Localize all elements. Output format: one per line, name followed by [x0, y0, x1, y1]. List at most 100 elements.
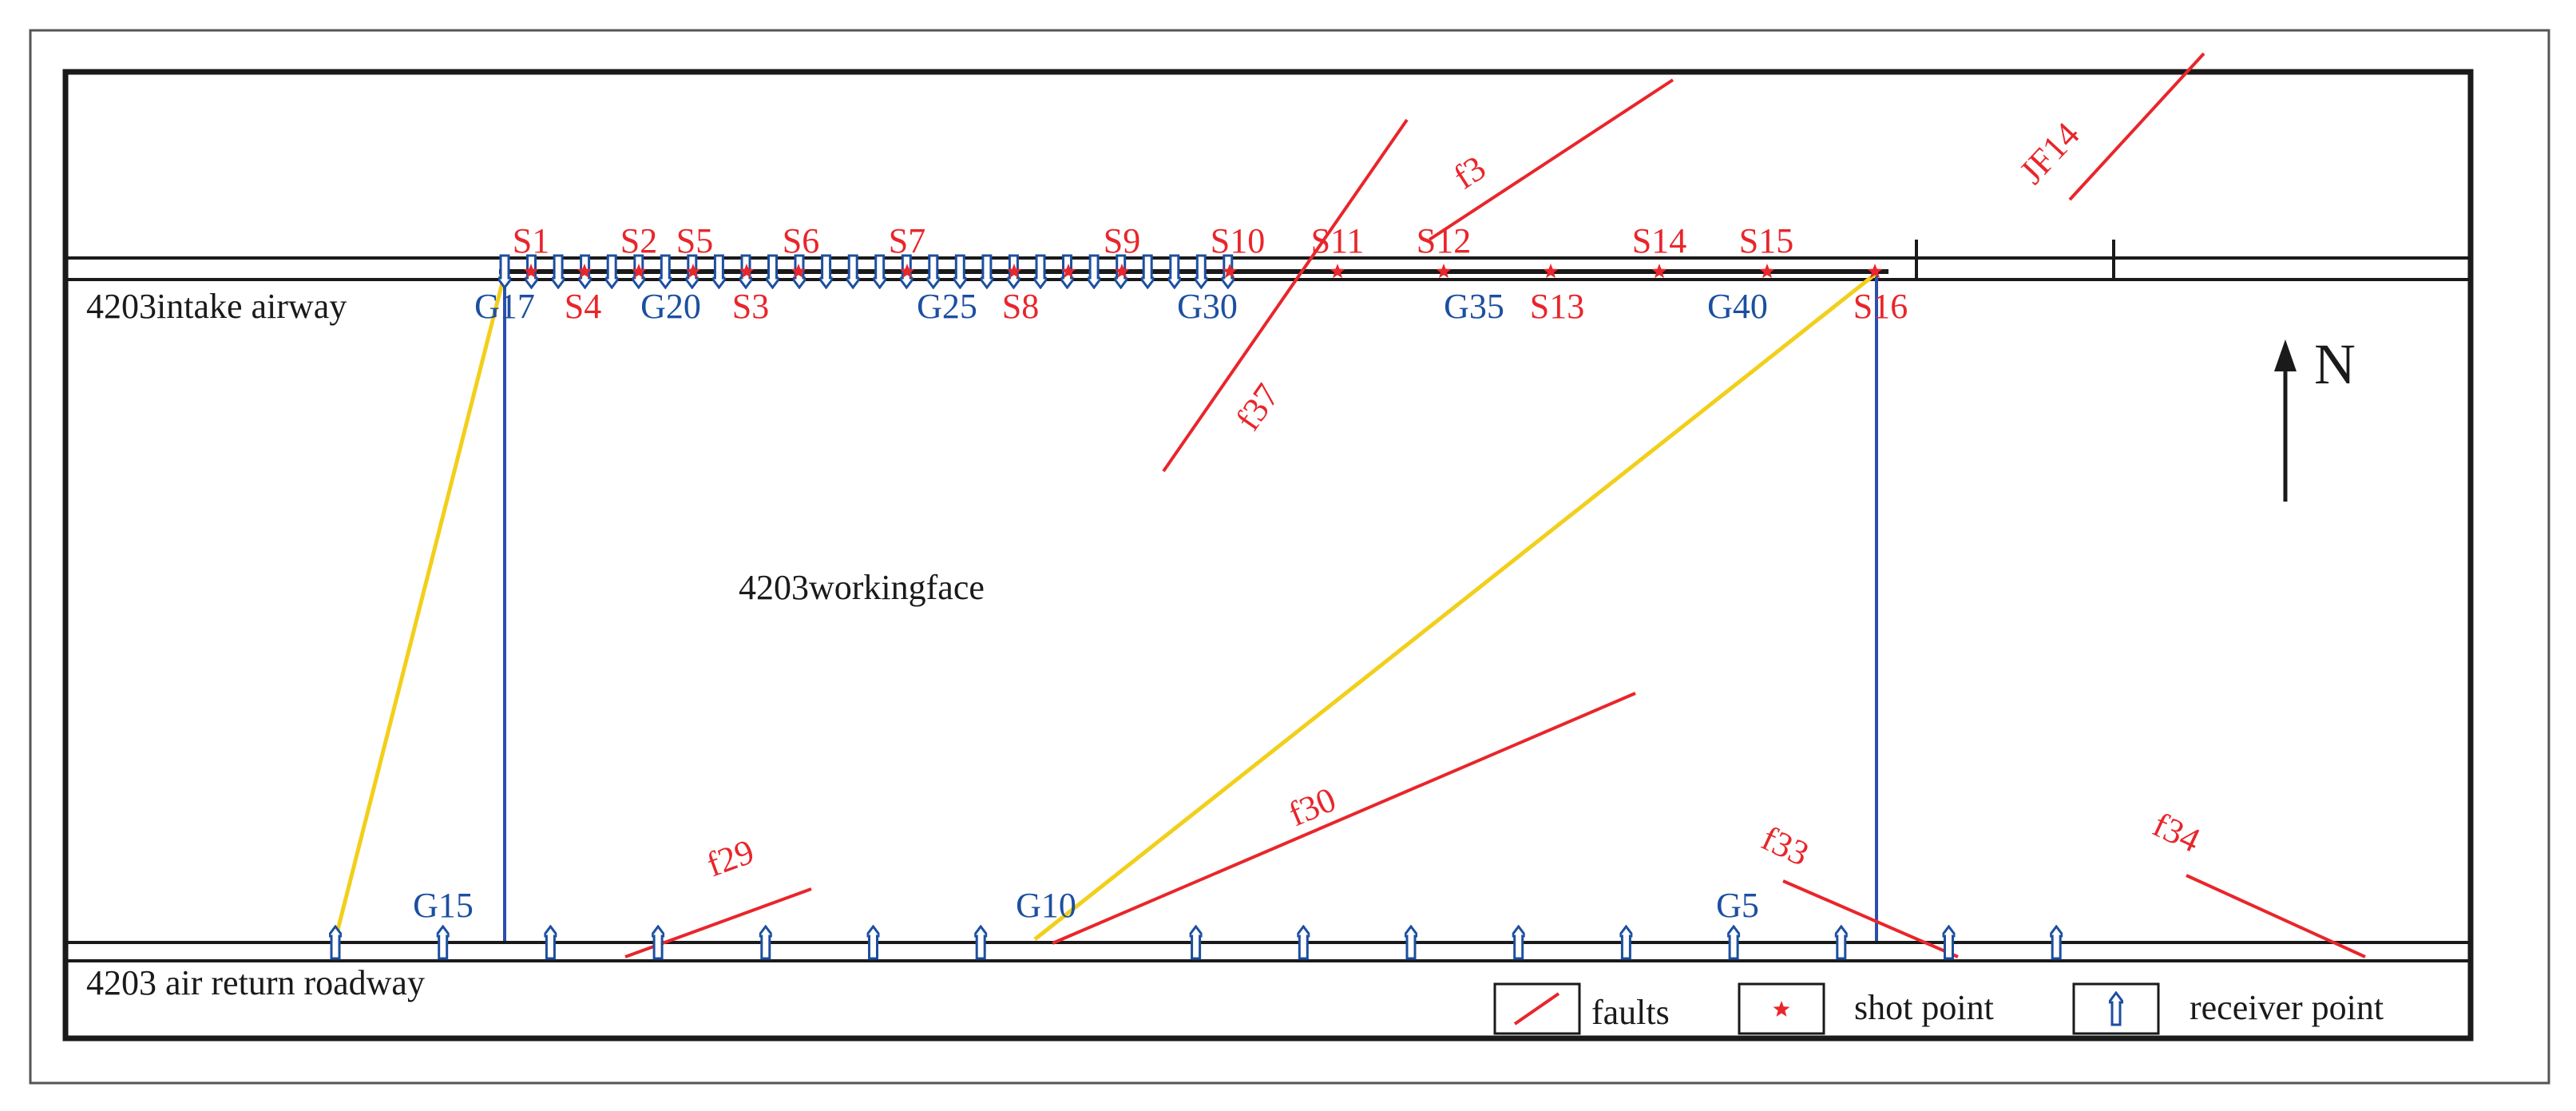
shot-label-s5: S5	[676, 221, 713, 260]
receiver-point	[1834, 925, 1848, 960]
intake-airway	[65, 240, 2471, 281]
receiver-point	[1167, 254, 1181, 289]
shot-label-s9: S9	[1104, 221, 1140, 260]
receiver-label-g10: G10	[1016, 886, 1076, 925]
receiver-point	[1034, 254, 1047, 289]
shot-label-s12: S12	[1417, 221, 1471, 260]
legend-fault-icon	[1513, 992, 1560, 1026]
receiver-point	[766, 254, 779, 289]
receiver-point	[926, 254, 940, 289]
fault-label-f29: f29	[702, 831, 759, 884]
fault-lines	[624, 52, 2366, 958]
receiver-point	[498, 254, 511, 289]
receiver-point	[980, 254, 993, 289]
receiver-label-g25: G25	[917, 287, 977, 326]
outer-frame	[29, 29, 2550, 1085]
shot-point	[791, 264, 806, 279]
receiver-label-g35: G35	[1444, 287, 1504, 326]
receiver-point	[1942, 925, 1956, 960]
shot-point	[1222, 264, 1238, 279]
return-roadway-label: 4203 air return roadway	[86, 963, 425, 1002]
ray-path-g10-s16	[1033, 272, 1878, 941]
shot-point	[1543, 264, 1559, 279]
receiver-point	[605, 254, 619, 289]
shot-label-s14: S14	[1632, 221, 1686, 260]
fault-label-jf14: JF14	[2011, 115, 2087, 192]
receiver-label-g15: G15	[413, 886, 474, 925]
north-arrow: N	[2274, 332, 2356, 502]
shot-point	[1651, 264, 1667, 279]
shot-label-s1: S1	[513, 221, 549, 260]
shot-point	[1867, 264, 1883, 279]
shot-point	[685, 264, 701, 279]
shot-point	[1114, 264, 1130, 279]
receiver-label-g30: G30	[1177, 287, 1238, 326]
receiver-label-g17: G17	[474, 287, 535, 326]
shot-label-s7: S7	[889, 221, 925, 260]
shot-point	[577, 264, 592, 279]
shot-label-s15: S15	[1739, 221, 1793, 260]
shot-point	[739, 264, 755, 279]
air-return-roadway	[65, 941, 2471, 962]
receiver-point	[712, 254, 726, 289]
legend: faults shot point receiver point	[1493, 982, 2384, 1035]
shot-label-s11: S11	[1311, 221, 1365, 260]
fault-f33-line	[1782, 879, 1959, 958]
receiver-point	[544, 925, 557, 960]
shot-label-s8: S8	[1002, 287, 1039, 326]
legend-faults-label: faults	[1591, 993, 1670, 1032]
shot-point	[1330, 264, 1345, 279]
receiver-label-g40: G40	[1707, 287, 1768, 326]
shot-label-s16: S16	[1853, 287, 1908, 326]
receiver-point	[1189, 925, 1203, 960]
receiver-point	[1619, 925, 1633, 960]
receiver-point	[1297, 925, 1310, 960]
north-arrow-head-icon	[2274, 339, 2297, 371]
receiver-label-g20: G20	[640, 287, 701, 326]
legend-receiver-point-label: receiver point	[2190, 988, 2384, 1027]
receiver-point	[866, 925, 880, 960]
receiver-point	[2050, 925, 2063, 960]
fault-f30-line	[1052, 692, 1636, 945]
receiver-point	[759, 925, 772, 960]
fault-label-f37: f37	[1228, 377, 1287, 438]
fault-label-f3: f3	[1447, 148, 1492, 196]
fault-label-f34: f34	[2147, 805, 2206, 860]
receiver-point	[659, 254, 672, 289]
shot-point	[899, 264, 915, 279]
receiver-point	[1512, 925, 1525, 960]
receiver-point	[436, 925, 450, 960]
shot-point	[1060, 264, 1076, 279]
shot-star-icon	[1773, 1001, 1790, 1017]
fault-f3-line	[1428, 78, 1674, 241]
receiver-point	[819, 254, 833, 289]
shot-label-s13: S13	[1530, 287, 1584, 326]
fault-label-f30: f30	[1283, 780, 1342, 834]
shot-label-s4: S4	[565, 287, 601, 326]
fault-label-f33: f33	[1756, 819, 1815, 874]
shot-label-s10: S10	[1211, 221, 1265, 260]
legend-shot-point-label: shot point	[1854, 988, 1994, 1027]
north-label: N	[2314, 332, 2356, 396]
shot-point	[1436, 264, 1452, 279]
fault-jf14-line	[2068, 52, 2205, 201]
fault-f37-line	[1162, 118, 1409, 473]
shot-points	[523, 264, 1883, 279]
receiver-point	[652, 925, 665, 960]
receiver-arrow-icon	[2109, 991, 2123, 1026]
receiver-point	[1727, 925, 1741, 960]
receiver-point	[846, 254, 860, 289]
receiver-point	[329, 925, 342, 960]
receiver-point	[1195, 254, 1208, 289]
receiver-point	[1088, 254, 1101, 289]
working-face-label: 4203workingface	[739, 568, 985, 607]
map-frame	[62, 69, 2474, 1042]
shot-label-s2: S2	[620, 221, 657, 260]
shot-point	[631, 264, 647, 279]
shot-point	[523, 264, 539, 279]
receiver-point	[1405, 925, 1417, 960]
receiver-label-g5: G5	[1716, 886, 1759, 925]
